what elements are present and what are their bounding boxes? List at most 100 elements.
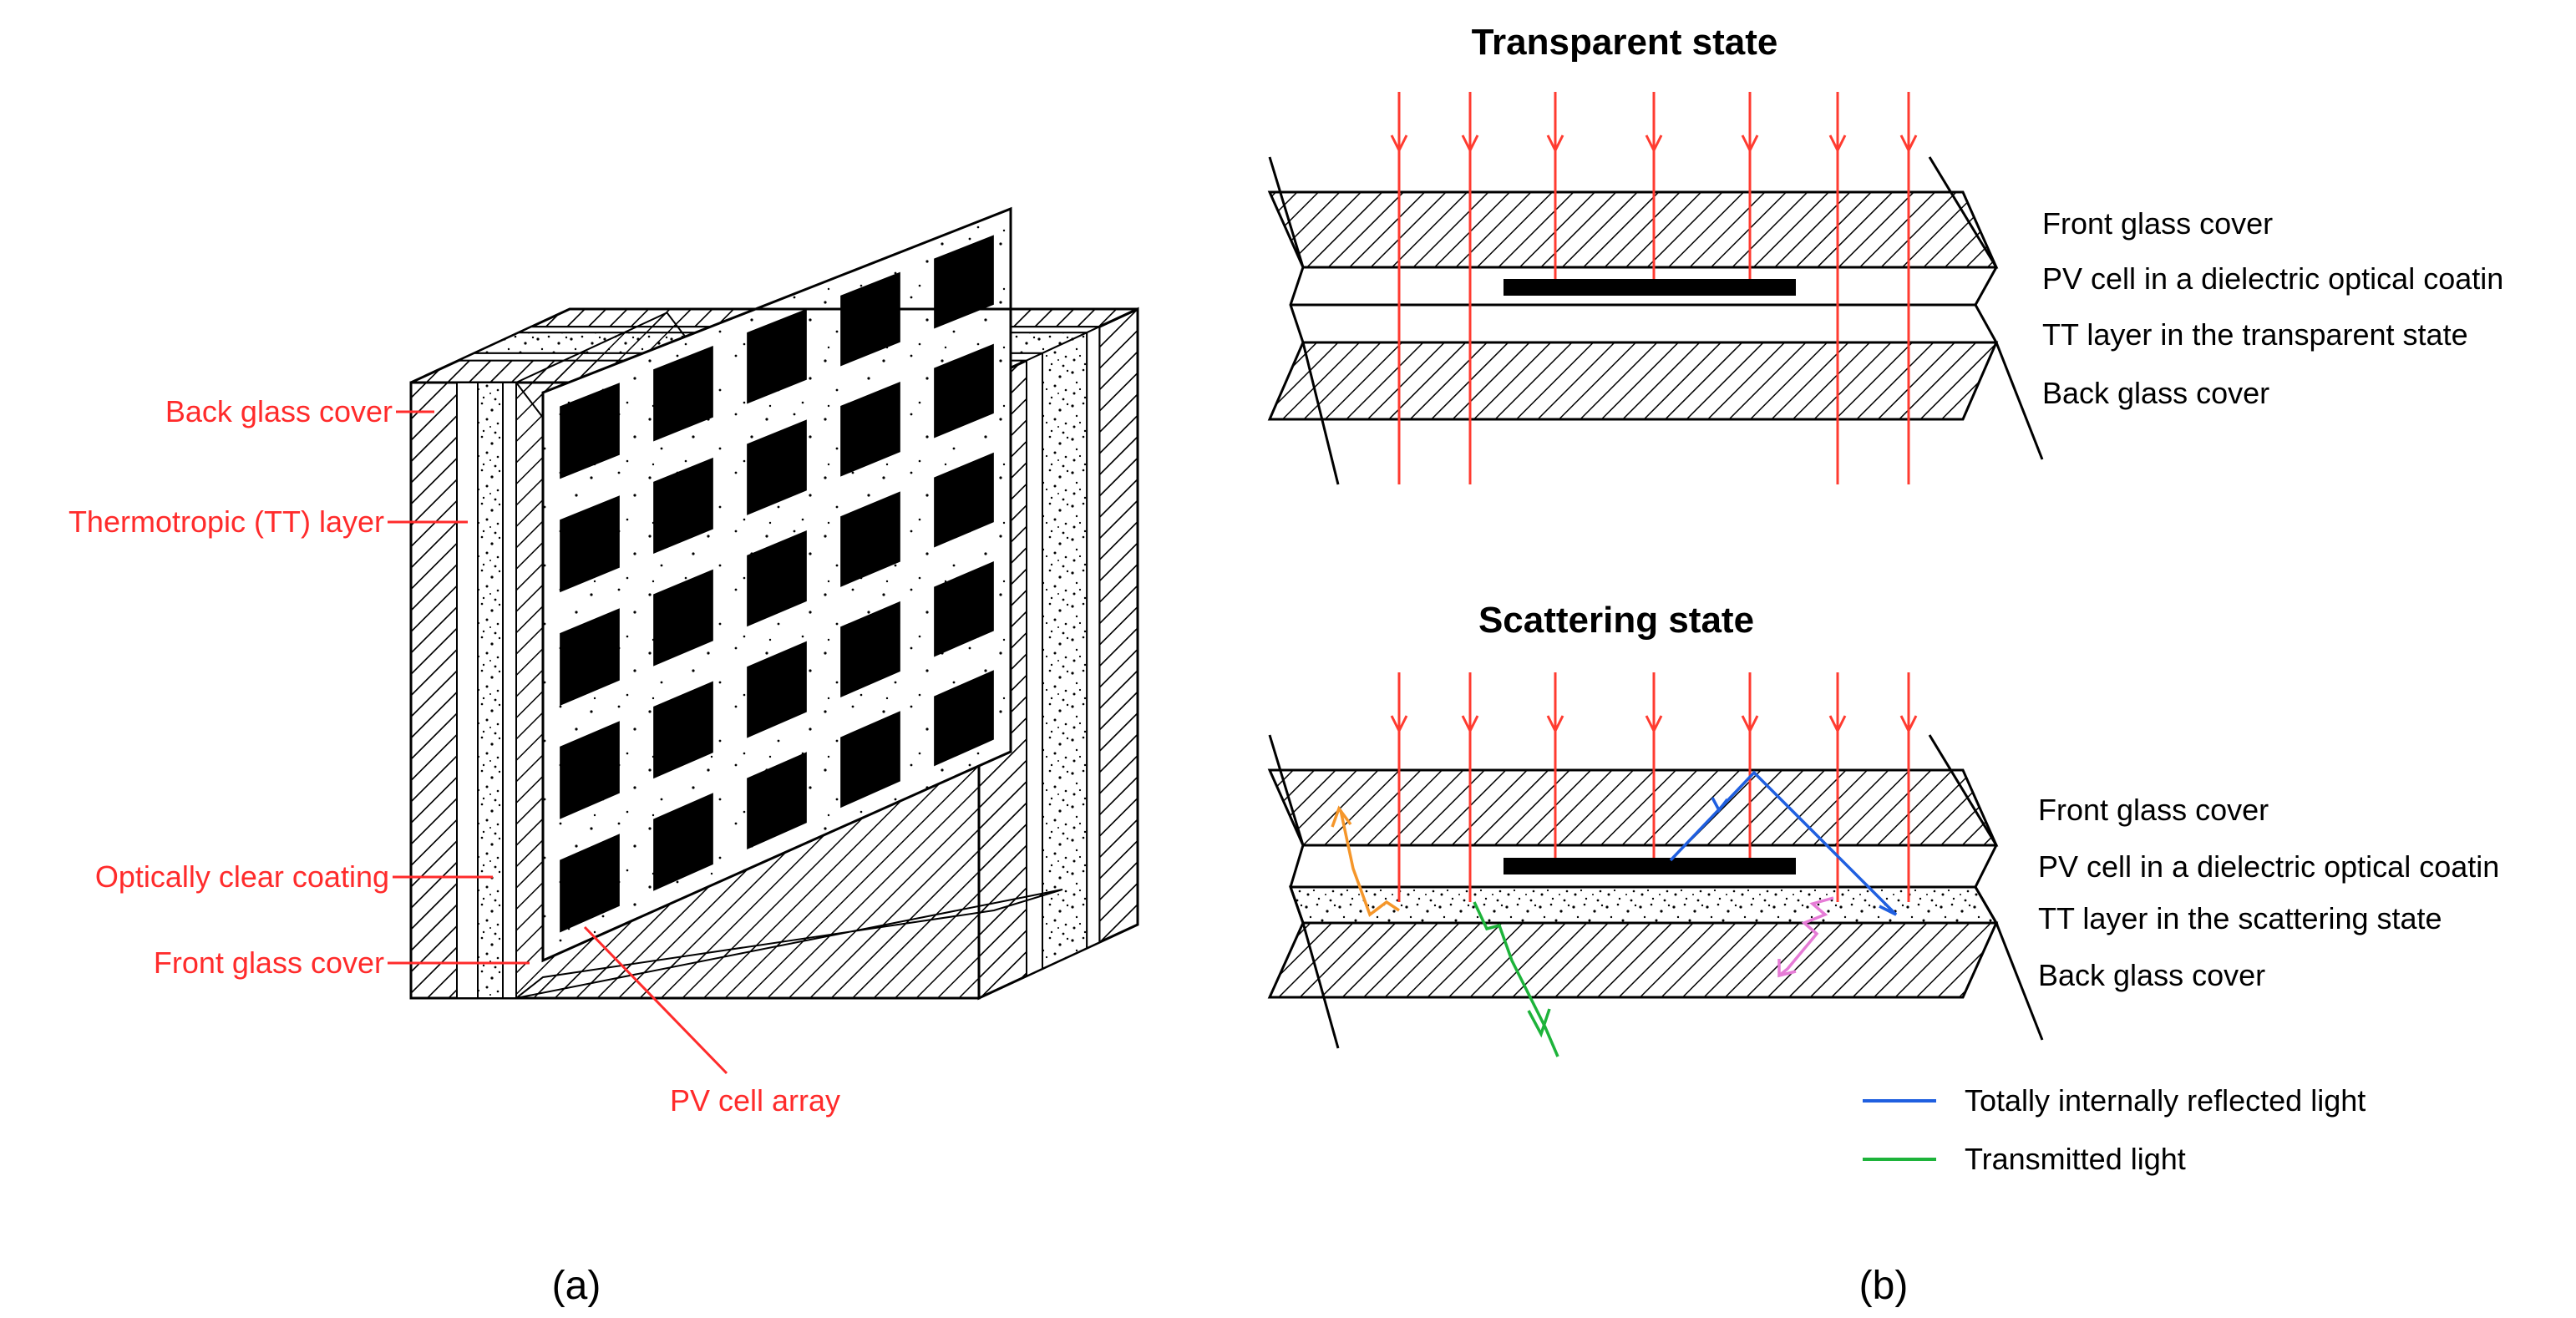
scattering-back-glass [1267,921,1999,999]
incident-ray-arrow-1 [1461,715,1479,734]
scattering-pv-cell [1504,858,1796,874]
pv-cell [934,452,994,548]
incident-ray-arrow-5 [1828,715,1847,734]
right-layer-strip-3 [1086,325,1101,950]
transparent-incident-rays [1390,92,1918,484]
transparent-label-tt-layer: TT layer in the transparent state [2042,317,2468,352]
scattering-label-pv-cell: PV cell in a dielectric optical coatin [2038,849,2499,884]
pv-cell [653,793,713,891]
scattering-state-title: Scattering state [1478,600,1754,641]
transparent-layers [1267,156,2044,485]
incident-ray-arrow-5 [1828,134,1847,154]
panel-a-leaders [388,410,728,1075]
scattering-state-diagram: Scattering state Front glass cover PV ce… [1267,600,2499,1057]
pv-cell [560,495,620,593]
legend-tir-label: Totally internally reflected light [1965,1083,2366,1118]
pv-cell [747,308,807,404]
pv-cell [840,381,900,477]
incident-ray-arrow-4 [1741,715,1759,734]
incident-ray-arrow-1 [1461,134,1479,154]
pv-cell [934,343,994,438]
pink-scatter-arrow [1777,959,1797,978]
caption-b: (b) [1859,1264,1909,1308]
incident-ray-arrow-0 [1390,715,1408,734]
pv-cell [934,670,994,767]
pv-cell [840,491,900,587]
side-coating-band [456,382,479,999]
pv-cell [840,601,900,698]
scattering-label-front-glass: Front glass cover [2038,793,2269,827]
transparent-state-title: Transparent state [1472,22,1778,63]
panel-a-module [409,206,1139,1001]
pv-cell [560,721,620,819]
label-pv-cell-array: PV cell array [670,1083,840,1118]
pv-cell [653,346,713,442]
legend: Totally internally reflected light Trans… [1863,1083,2366,1176]
incident-ray-arrow-6 [1899,134,1918,154]
scattering-left-edge [1268,734,1340,1049]
incident-ray-arrow-2 [1546,134,1564,154]
tir-light-arrow [1711,797,1729,814]
transparent-label-back-glass: Back glass cover [2042,376,2269,410]
transparent-state-diagram: Transparent state Front glass cover PV c… [1267,22,2503,485]
incident-ray-arrow-6 [1899,715,1918,734]
pv-cell [747,530,807,627]
scattering-label-back-glass: Back glass cover [2038,958,2265,992]
pv-cell [840,271,900,367]
caption-a: (a) [552,1264,601,1308]
label-front-glass-cover: Front glass cover [154,945,384,980]
legend-transmitted-label: Transmitted light [1965,1142,2186,1176]
scattering-labels: Front glass cover PV cell in a dielectri… [2038,793,2499,992]
pv-cell [747,752,807,849]
transmitted-light-arrow [1527,1008,1551,1038]
pv-cell [840,711,900,809]
incident-ray-arrow-0 [1390,134,1408,154]
transparent-front-glass [1267,190,1999,269]
label-optically-clear-coating: Optically clear coating [95,859,389,894]
right-layer-strip-2 [1042,331,1088,971]
pv-cell [747,419,807,515]
pv-cell [653,457,713,555]
pv-cell [560,383,620,479]
pv-cell [560,834,620,933]
incident-ray-arrow-4 [1741,134,1759,154]
right-layer-strip-1 [1026,352,1043,978]
side-clear-coating-band [502,382,517,999]
transparent-label-pv-cell: PV cell in a dielectric optical coatin [2042,261,2503,296]
scattering-right-edge [1928,734,2044,1041]
side-tt-band [477,382,504,999]
scattering-incident-rays [1390,672,1918,902]
transparent-pv-cell [1504,279,1796,296]
pv-cell [653,569,713,667]
scattering-front-glass [1267,768,1999,847]
tir-light-path [1669,770,1898,916]
right-layer-strip-4 [1098,307,1138,944]
module-back-edge [570,307,1139,925]
scattering-light-paths [1331,770,1898,1057]
pv-cell [747,641,807,738]
incident-ray-arrow-2 [1546,715,1564,734]
pv-cell [934,561,994,657]
scattering-tt-layer [1288,885,1999,925]
pv-cell [934,235,994,329]
scattering-layers [1267,734,2044,1049]
orange-scatter-arrow [1331,805,1352,828]
pv-cell [653,681,713,779]
orange-scatter-path [1339,809,1400,917]
incident-ray-arrow-3 [1645,715,1663,734]
panel-a-labels: Back glass cover Thermotropic (TT) layer… [68,394,840,1118]
transparent-back-glass [1267,341,1999,421]
side-back-glass-band [410,382,458,999]
transparent-labels: Front glass cover PV cell in a dielectri… [2042,206,2503,410]
label-back-glass-cover: Back glass cover [165,394,393,428]
inner-bottom-bevel [515,889,1063,999]
transparent-label-front-glass: Front glass cover [2042,206,2273,241]
transmitted-light-path [1473,901,1559,1057]
pv-cell [560,608,620,706]
pink-scatter-path [1777,896,1834,977]
incident-ray-arrow-3 [1645,134,1663,154]
label-thermotropic-layer: Thermotropic (TT) layer [68,504,384,539]
scattering-label-tt-layer: TT layer in the scattering state [2038,901,2442,935]
